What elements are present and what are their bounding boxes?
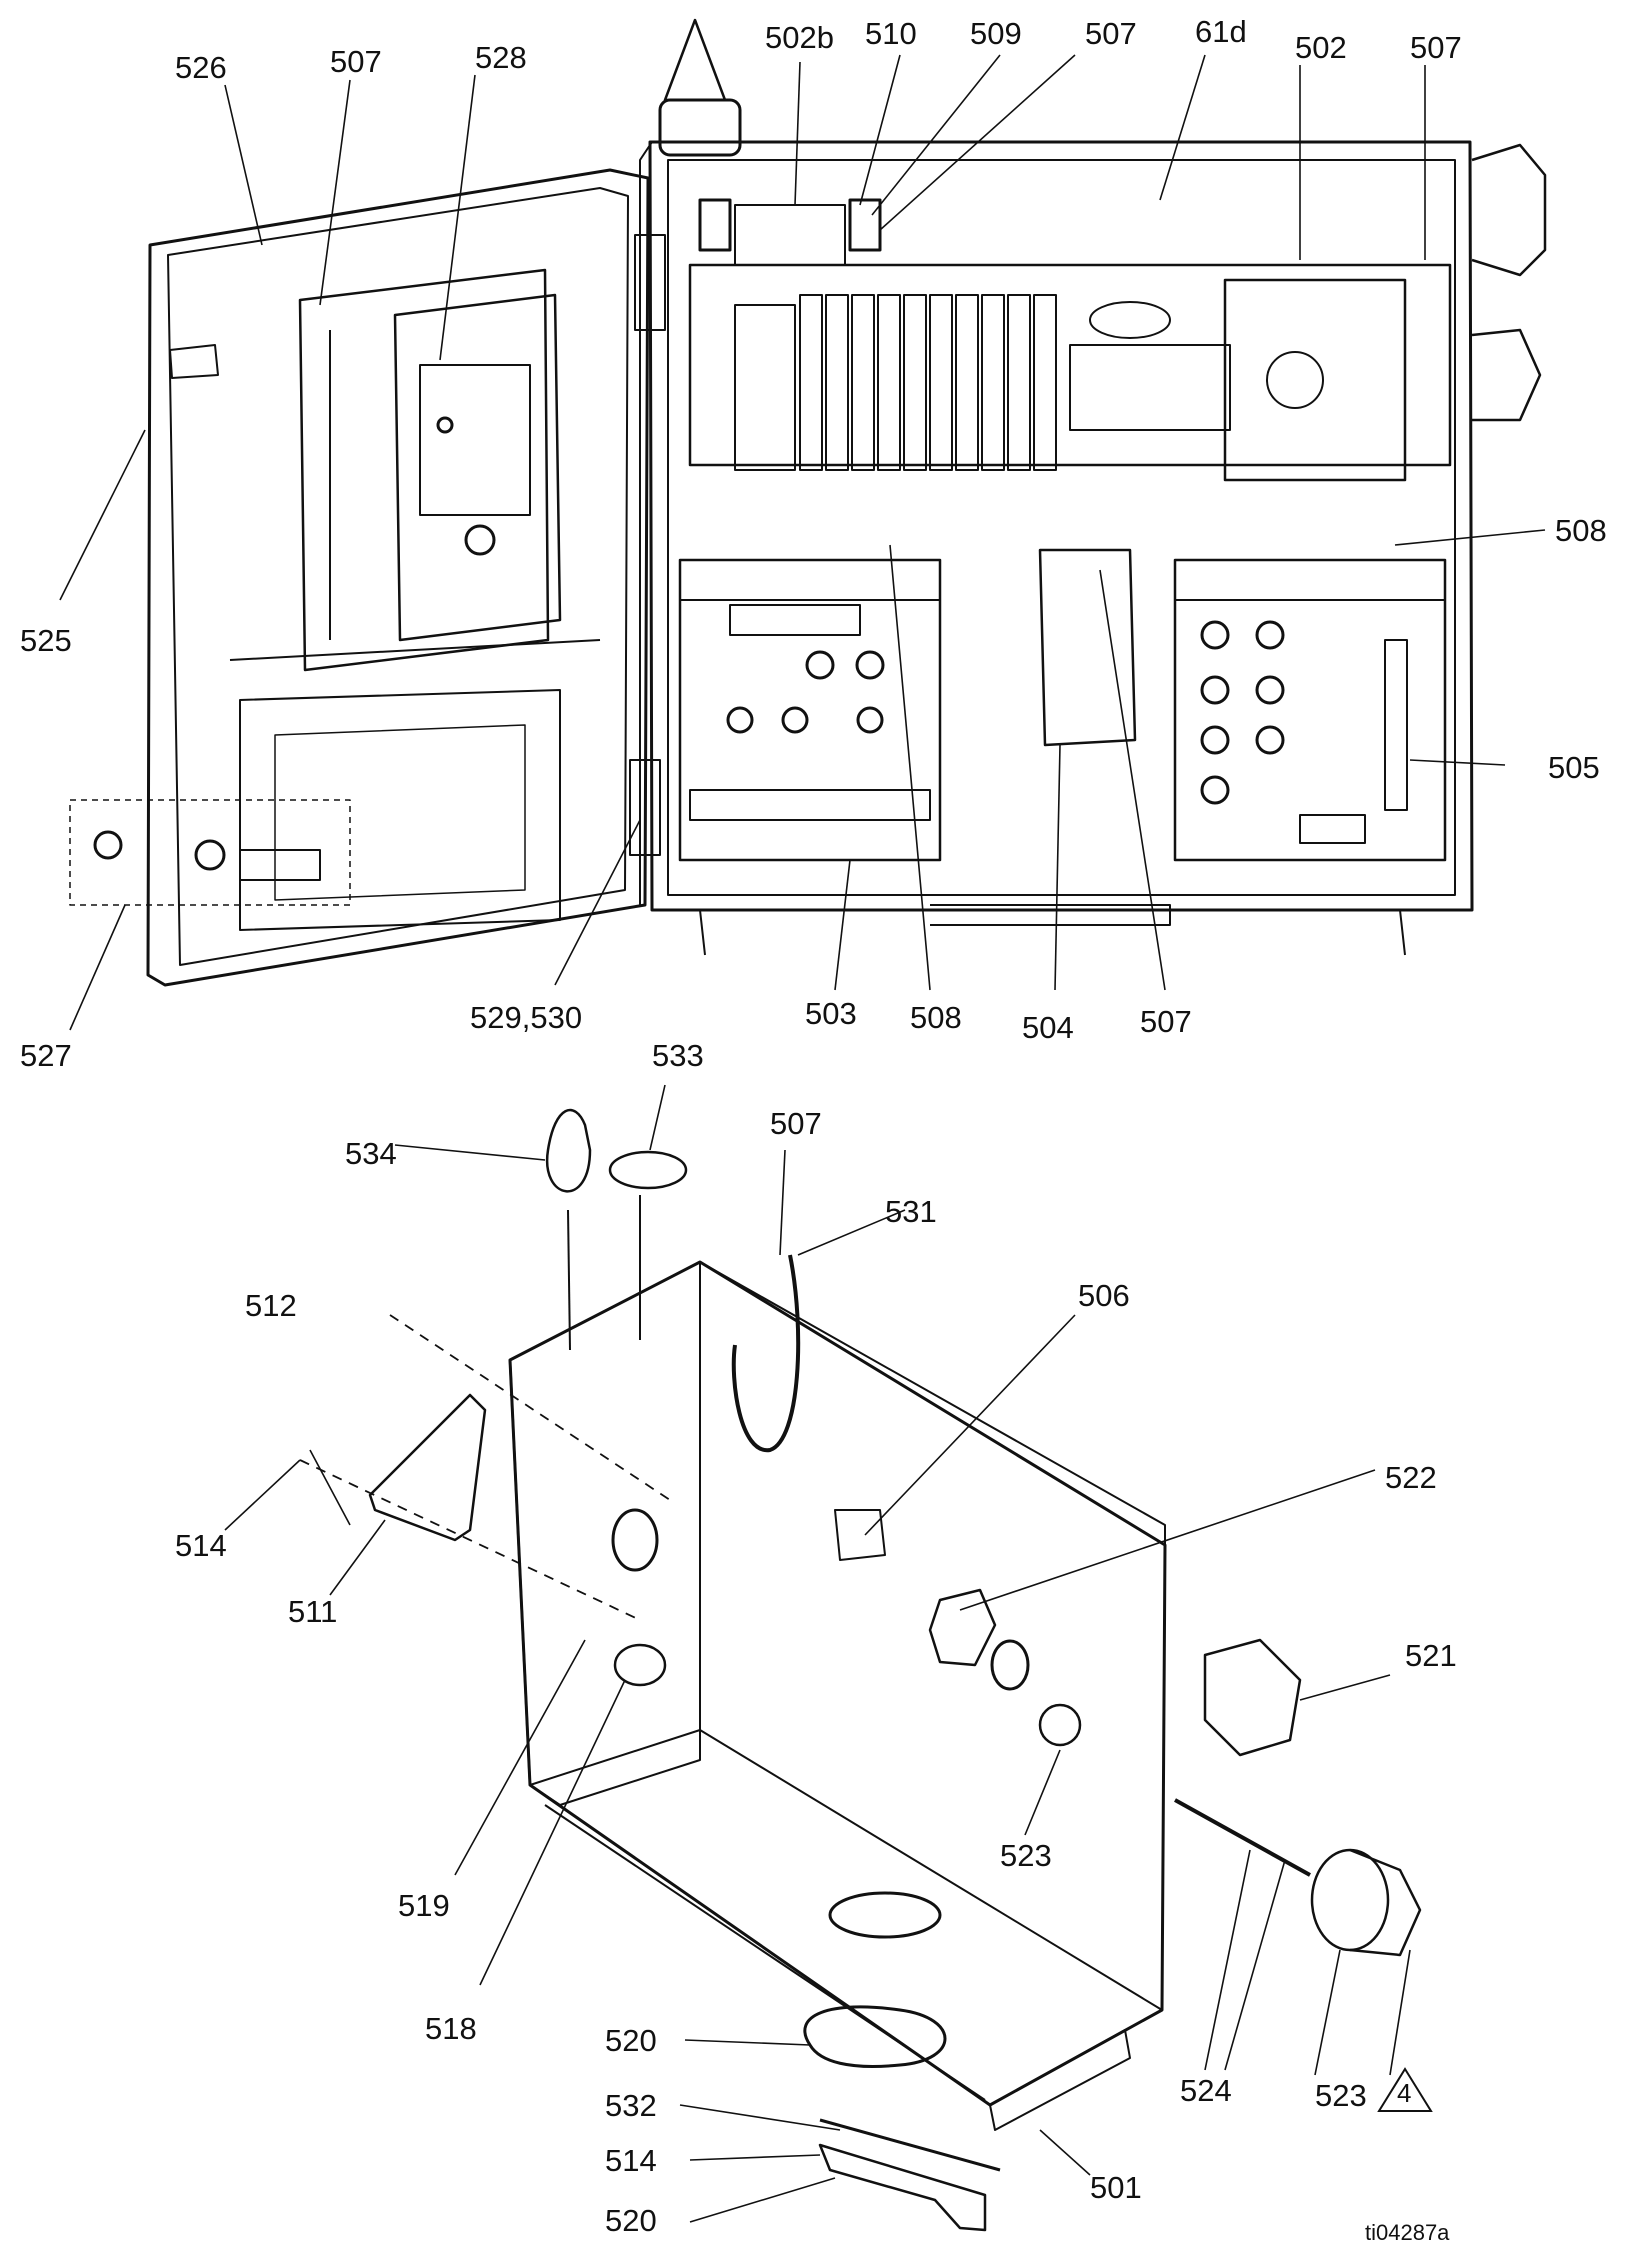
callout-507-bottom: 507 <box>1140 1004 1192 1039</box>
note-triangle-number: 4 <box>1397 2078 1412 2108</box>
callout-507-top-right: 507 <box>1410 30 1462 65</box>
callout-522: 522 <box>1385 1460 1437 1495</box>
callout-523-middle: 523 <box>1000 1838 1052 1873</box>
callout-534: 534 <box>345 1136 397 1171</box>
callout-512: 512 <box>245 1288 297 1323</box>
callout-510: 510 <box>865 16 917 51</box>
figure-id: ti04287a <box>1365 2220 1450 2245</box>
callout-526: 526 <box>175 50 227 85</box>
callout-514-lower: 514 <box>605 2143 657 2178</box>
callout-508-bottom: 508 <box>910 1000 962 1035</box>
callout-525: 525 <box>20 623 72 658</box>
leader-lines <box>59 54 1546 2223</box>
callout-519: 519 <box>398 1888 450 1923</box>
callout-520-lower: 520 <box>605 2203 657 2238</box>
callout-61d: 61d <box>1195 14 1247 49</box>
note-triangle <box>1377 2067 1433 2112</box>
callout-511: 511 <box>288 1594 338 1629</box>
callout-531: 531 <box>885 1194 937 1229</box>
callout-507-lower: 507 <box>770 1106 822 1141</box>
callout-507-door: 507 <box>330 44 382 79</box>
callout-521: 521 <box>1405 1638 1457 1673</box>
callout-529-530: 529,530 <box>470 1000 583 1035</box>
callout-503: 503 <box>805 996 857 1031</box>
callout-504: 504 <box>1022 1010 1074 1045</box>
callout-527: 527 <box>20 1038 72 1073</box>
callout-508-right: 508 <box>1555 513 1607 548</box>
callout-506: 506 <box>1078 1278 1130 1313</box>
callout-532: 532 <box>605 2088 657 2123</box>
enclosure-cabinet <box>639 18 1547 956</box>
callout-502b: 502b <box>765 20 834 55</box>
callout-514-upper: 514 <box>175 1528 227 1563</box>
callout-507-top: 507 <box>1085 16 1137 51</box>
enclosure-door <box>69 168 666 987</box>
callout-502: 502 <box>1295 30 1347 65</box>
callout-501: 501 <box>1090 2170 1142 2205</box>
callout-524: 524 <box>1180 2073 1232 2108</box>
callout-518: 518 <box>425 2011 477 2046</box>
callout-528: 528 <box>475 40 527 75</box>
callout-509: 509 <box>970 16 1022 51</box>
callout-520-upper: 520 <box>605 2023 657 2058</box>
callout-505: 505 <box>1548 750 1600 785</box>
callout-533: 533 <box>652 1038 704 1073</box>
callout-523-lower: 523 <box>1315 2078 1367 2113</box>
exploded-cabinet <box>299 1108 1422 2232</box>
